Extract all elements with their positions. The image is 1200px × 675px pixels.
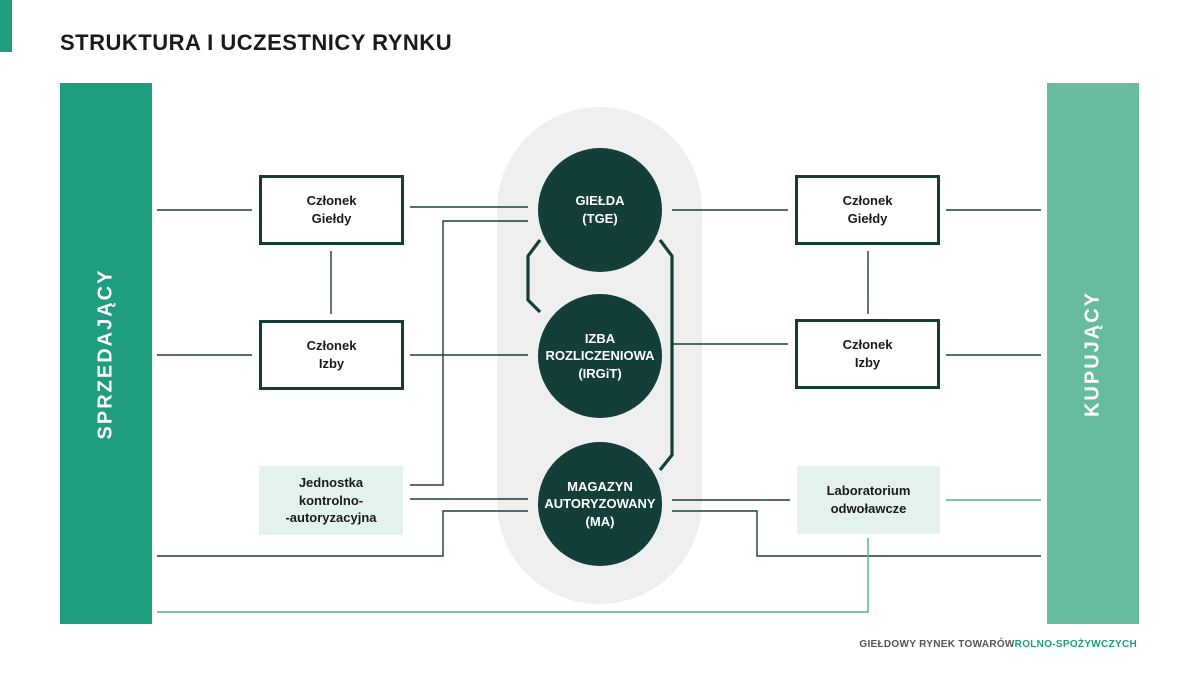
control-unit-line3: -autoryzacyjna xyxy=(285,510,377,526)
page-title: STRUKTURA I UCZESTNICY RYNKU xyxy=(60,30,453,55)
exchange-circle: GIEŁDA (TGE) xyxy=(538,148,662,272)
clearing-house-circle: IZBA ROZLICZENIOWA (IRGiT) xyxy=(538,294,662,418)
control-unit-line1: Jednostka xyxy=(298,475,364,491)
buyer-label: KUPUJĄCY xyxy=(1081,290,1104,417)
warehouse-line3: (MA) xyxy=(585,513,615,529)
footer: GIEŁDOWY RYNEK TOWARÓWROLNO-SPOŻYWCZYCH xyxy=(859,639,1137,650)
left-exchange-member-box: Członek Giełdy xyxy=(259,175,404,245)
warehouse-line2: AUTORYZOWANY xyxy=(544,496,656,512)
warehouse-line1: MAGAZYN xyxy=(567,478,633,494)
right-clearing-member-line1: Członek xyxy=(842,337,893,353)
right-clearing-member-line2: Izby xyxy=(854,355,881,370)
line-warehouse-to-buyer xyxy=(672,510,1041,557)
seller-label: SPRZEDAJĄCY xyxy=(94,268,117,439)
control-unit-box: Jednostka kontrolno- -autoryzacyjna xyxy=(259,466,403,535)
control-unit-line2: kontrolno- xyxy=(298,492,364,508)
right-exchange-member-line1: Członek xyxy=(842,193,893,209)
left-clearing-member-box: Członek Izby xyxy=(259,320,404,390)
left-clearing-member-line2: Izby xyxy=(318,356,345,371)
seller-bar: SPRZEDAJĄCY xyxy=(60,83,152,624)
bracket-exchange-warehouse xyxy=(658,239,674,471)
clearing-house-line1: IZBA xyxy=(584,330,616,346)
left-exchange-member-line1: Członek xyxy=(306,193,357,209)
bracket-exchange-clearing xyxy=(526,239,542,314)
exchange-line2: (TGE) xyxy=(582,211,618,226)
line-lab-to-seller xyxy=(157,538,869,613)
warehouse-circle: MAGAZYN AUTORYZOWANY (MA) xyxy=(538,442,662,566)
appeal-lab-line1: Laboratorium xyxy=(826,483,911,499)
footer-highlight: ROLNO-SPOŻYWCZYCH xyxy=(1014,639,1137,650)
footer-prefix: GIEŁDOWY RYNEK TOWARÓW xyxy=(859,639,1015,650)
line-seller-to-warehouse xyxy=(157,510,528,557)
line-control-unit-to-exchange xyxy=(410,220,528,486)
clearing-house-line3: (IRGiT) xyxy=(578,365,622,381)
exchange-line1: GIEŁDA xyxy=(575,193,625,209)
accent-tab xyxy=(0,0,12,52)
right-exchange-member-line2: Giełdy xyxy=(847,211,888,226)
left-clearing-member-line1: Członek xyxy=(306,338,357,354)
appeal-lab-box: Laboratorium odwoławcze xyxy=(797,466,940,534)
right-clearing-member-box: Członek Izby xyxy=(795,319,940,389)
right-exchange-member-box: Członek Giełdy xyxy=(795,175,940,245)
clearing-house-line2: ROZLICZENIOWA xyxy=(545,348,655,364)
buyer-bar: KUPUJĄCY xyxy=(1047,83,1139,624)
left-exchange-member-line2: Giełdy xyxy=(311,211,352,226)
appeal-lab-line2: odwoławcze xyxy=(830,501,907,516)
